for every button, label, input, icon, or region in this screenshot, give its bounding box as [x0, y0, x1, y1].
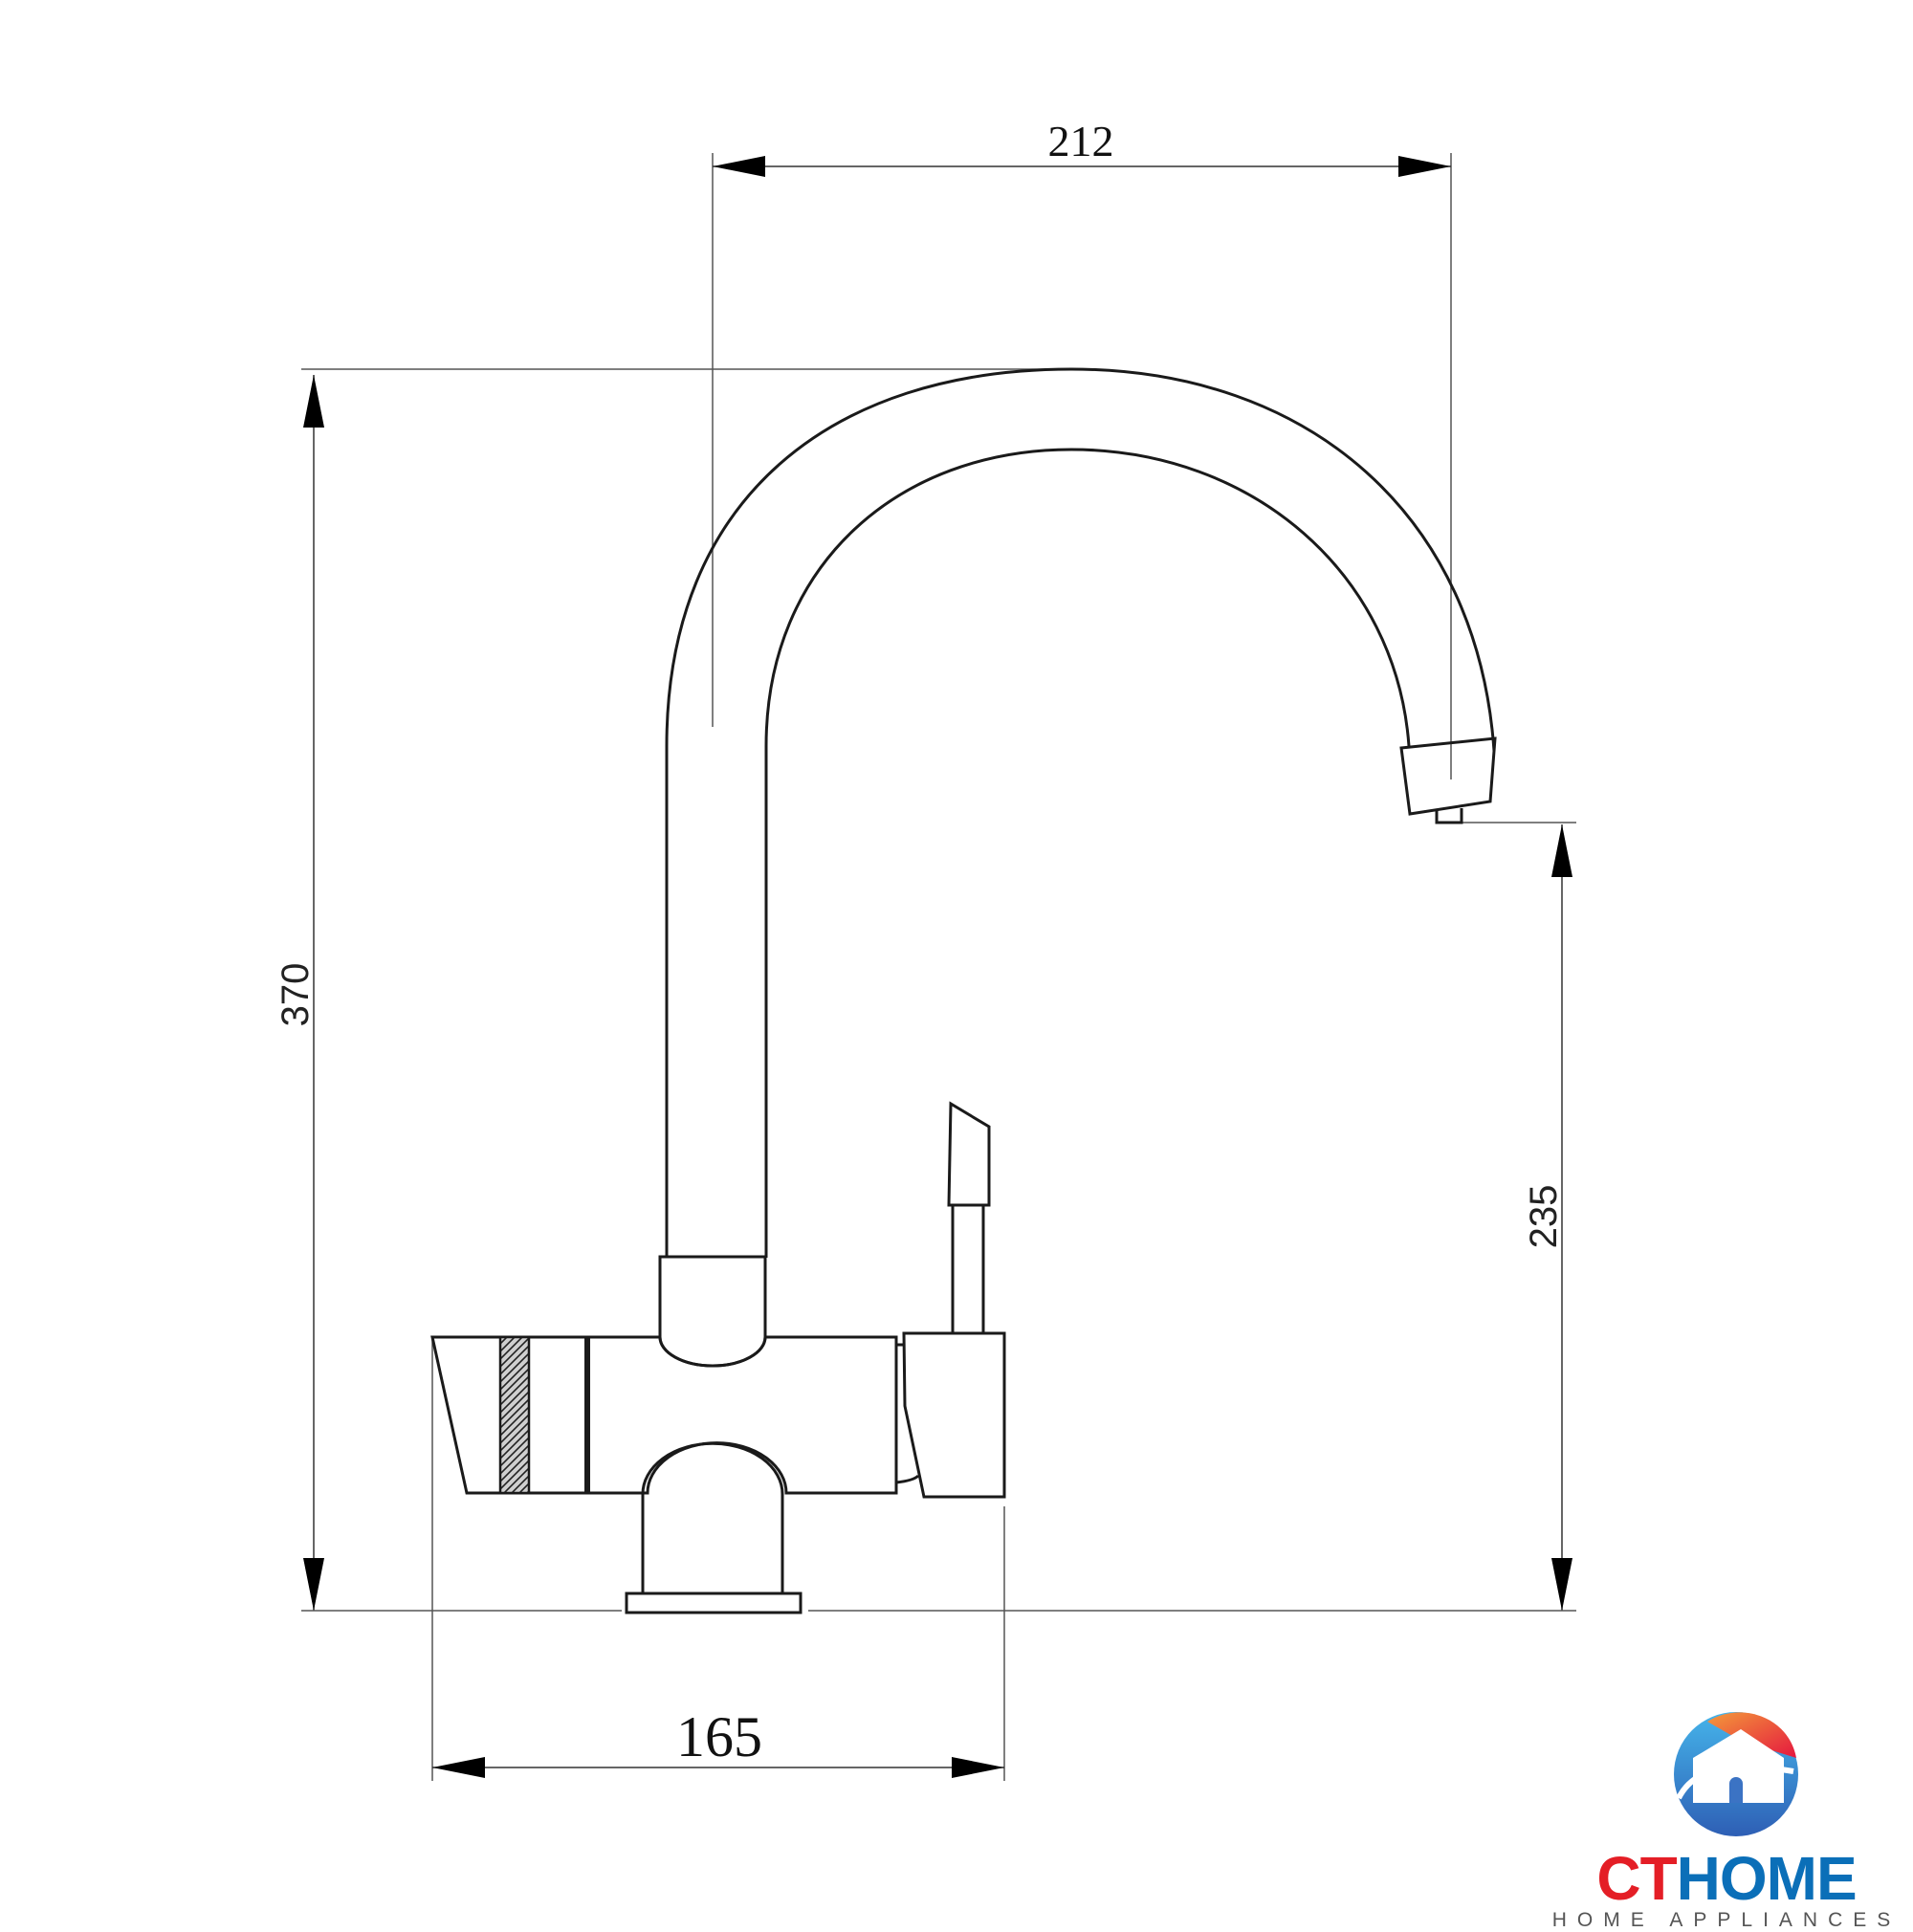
house-circle-icon: [1674, 1712, 1798, 1836]
dimension-label-165: 165: [676, 1705, 762, 1768]
dimension-total-height: 370: [275, 368, 1071, 1611]
dimension-label-235: 235: [1523, 1185, 1565, 1249]
cthome-logo: CTHOME HOME APPLIANCES: [1550, 1683, 1903, 1931]
knurled-grip-ring: [498, 1335, 531, 1495]
dimension-label-370: 370: [275, 963, 317, 1027]
dimension-spout-reach: 212: [712, 117, 1452, 779]
brand-wordmark: CTHOME: [1550, 1848, 1903, 1909]
spout-nozzle: [1435, 808, 1463, 824]
brand-home: HOME: [1676, 1844, 1858, 1913]
brand-ct: CT: [1596, 1844, 1677, 1913]
faucet-base: [625, 1441, 803, 1614]
faucet-lever-block: [895, 1331, 1006, 1499]
dimension-body-width: 165: [431, 1339, 1005, 1781]
spout-collar: [658, 1255, 767, 1368]
faucet-body: [430, 1335, 898, 1495]
faucet-spout: [665, 367, 1497, 1258]
dimension-spout-outlet-height: 235: [1454, 822, 1576, 1611]
spout-aerator: [1399, 736, 1497, 816]
base-flange: [625, 1592, 803, 1614]
lever-handle[interactable]: [947, 1101, 991, 1333]
dimension-label-212: 212: [1048, 117, 1114, 165]
